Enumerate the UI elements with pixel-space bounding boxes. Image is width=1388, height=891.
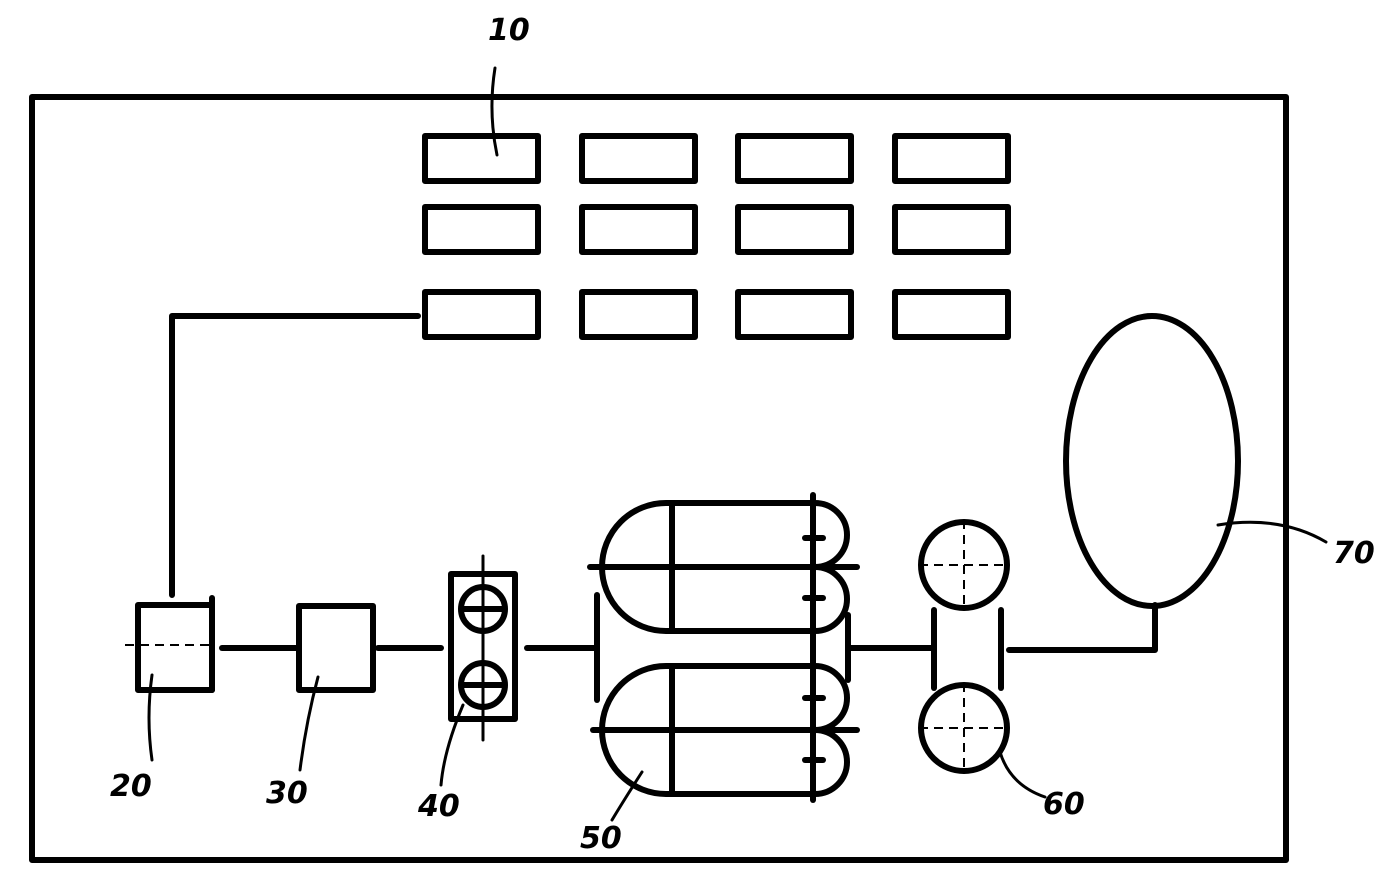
panel-cell xyxy=(579,204,698,255)
panel-cell xyxy=(892,133,1011,184)
panel-wire xyxy=(169,313,421,598)
leader-40 xyxy=(439,703,465,787)
unit-20 xyxy=(125,595,215,693)
panel-cell xyxy=(892,204,1011,255)
leader-50 xyxy=(610,770,644,822)
outer-frame xyxy=(29,94,1289,863)
leader-10 xyxy=(490,66,499,157)
tank-bottom xyxy=(599,663,850,797)
unit-60 xyxy=(918,519,1010,774)
leader-20 xyxy=(147,673,154,762)
panel-cell xyxy=(735,204,854,255)
label-60: 60 xyxy=(1043,787,1085,822)
panel-cell xyxy=(735,289,854,340)
label-20: 20 xyxy=(110,769,152,804)
label-30: 30 xyxy=(266,776,308,811)
leader-30 xyxy=(298,675,320,772)
unit-20-box xyxy=(135,602,215,693)
label-10: 10 xyxy=(488,13,530,48)
leader-60 xyxy=(998,750,1047,799)
panel-cell xyxy=(735,133,854,184)
label-40: 40 xyxy=(417,789,460,824)
link-60-70 xyxy=(1006,602,1158,653)
panel-cell xyxy=(579,289,698,340)
label-50: 50 xyxy=(580,821,622,856)
panel-cell xyxy=(422,204,541,255)
unit-70-balloon xyxy=(1063,313,1241,609)
unit-50 xyxy=(587,492,860,803)
panel-array xyxy=(422,133,1011,340)
unit-30-box xyxy=(296,603,376,693)
unit-40 xyxy=(448,554,518,742)
tank-top xyxy=(599,500,850,634)
panel-cell xyxy=(422,289,541,340)
panel-cell xyxy=(579,133,698,184)
panel-cell xyxy=(892,289,1011,340)
panel-cell xyxy=(422,133,541,184)
label-70: 70 xyxy=(1333,536,1375,571)
leader-70 xyxy=(1216,520,1328,544)
